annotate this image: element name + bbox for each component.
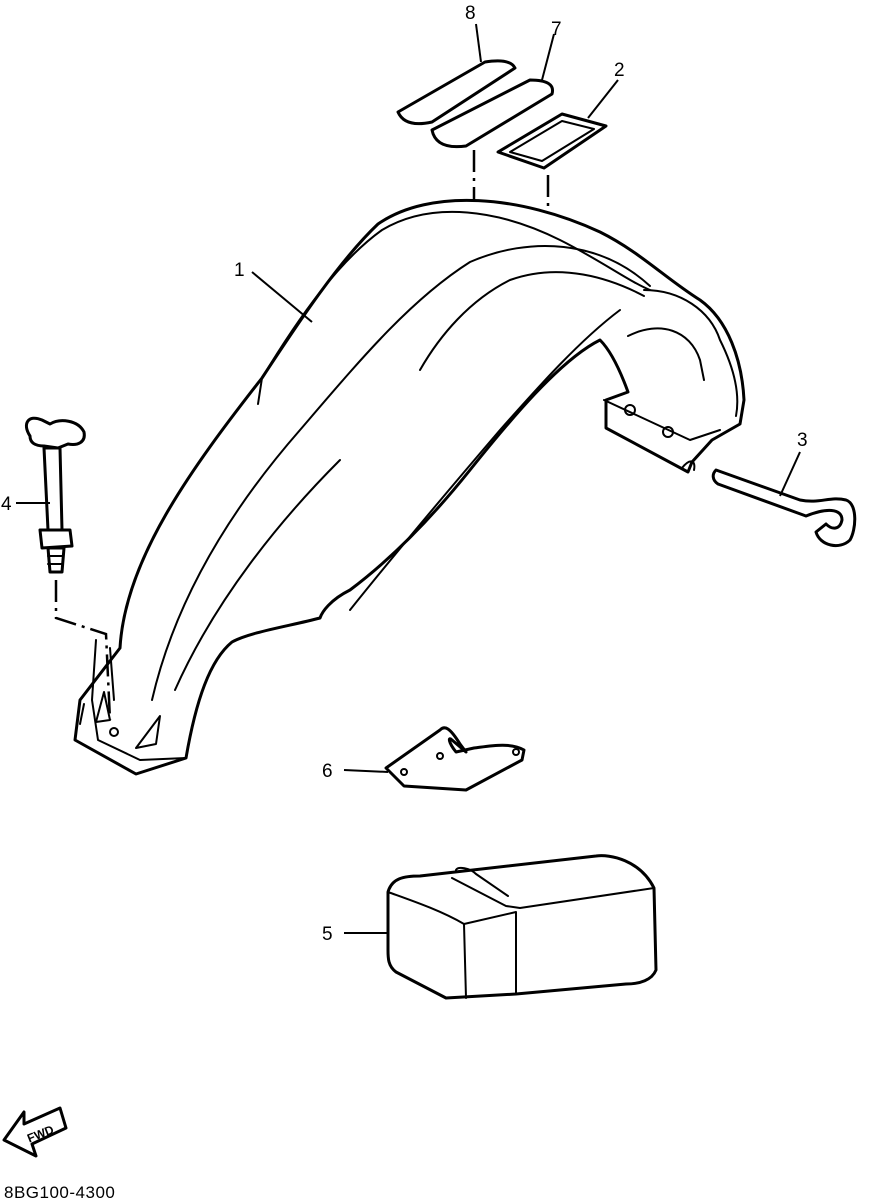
callout-3: 3	[797, 430, 808, 451]
bracket[interactable]	[384, 726, 526, 792]
part-code: 8BG100-4300	[4, 1183, 116, 1202]
pad-8[interactable]	[396, 59, 517, 126]
callout-1: 1	[234, 260, 245, 281]
fender[interactable]	[73, 198, 746, 776]
leader-lines	[16, 23, 801, 934]
assembly-line	[54, 580, 112, 721]
callout-8: 8	[465, 3, 476, 24]
emblem-plate[interactable]	[496, 112, 608, 170]
callout-labels: 8 7 2 1 3 4 6 5	[1, 3, 808, 945]
wing-bolt[interactable]	[25, 416, 86, 574]
callout-5: 5	[322, 924, 333, 945]
rod[interactable]	[711, 468, 857, 548]
pad-7[interactable]	[430, 78, 555, 149]
callout-2: 2	[614, 60, 625, 81]
fwd-arrow-icon: FWD	[2, 1106, 68, 1158]
callout-6: 6	[322, 761, 333, 782]
cover-box[interactable]	[386, 854, 658, 1000]
callout-4: 4	[1, 494, 12, 515]
callout-7: 7	[551, 19, 562, 40]
